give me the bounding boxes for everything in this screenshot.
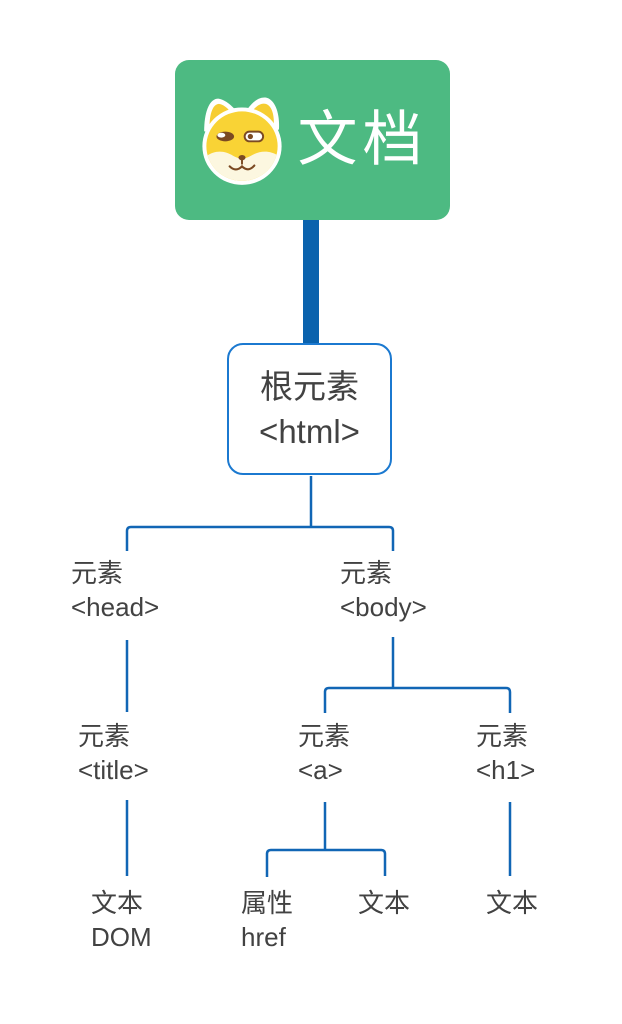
attr-href-node-value: href bbox=[241, 922, 286, 952]
title-node: 元素 <title> bbox=[78, 719, 149, 787]
title-node-type: 元素 bbox=[78, 721, 131, 751]
body-node-tag: <body> bbox=[340, 592, 427, 622]
text-dom-node-type: 文本 bbox=[91, 888, 144, 918]
edge-a-children-bracket bbox=[265, 848, 387, 877]
attr-href-node-type: 属性 bbox=[241, 888, 294, 918]
h1-node-type: 元素 bbox=[476, 721, 529, 751]
edge-html-children-bracket bbox=[125, 525, 395, 551]
body-node: 元素 <body> bbox=[340, 556, 427, 624]
document-label: 文档 bbox=[297, 106, 428, 173]
doge-face-icon bbox=[201, 97, 282, 185]
text-dom-node: 文本 DOM bbox=[91, 886, 152, 954]
a-node-tag: <a> bbox=[298, 755, 343, 785]
head-node-type: 元素 bbox=[71, 558, 124, 588]
a-node-type: 元素 bbox=[298, 721, 351, 751]
html-node: 根元素 <html> bbox=[227, 343, 392, 475]
a-text-node: 文本 bbox=[358, 886, 410, 920]
head-node: 元素 <head> bbox=[71, 556, 159, 624]
h1-node: 元素 <h1> bbox=[476, 719, 535, 787]
html-node-tag: <html> bbox=[259, 413, 360, 450]
html-node-type: 根元素 bbox=[260, 368, 359, 405]
attr-href-node: 属性 href bbox=[241, 886, 293, 954]
h1-text-node: 文本 bbox=[486, 886, 538, 920]
title-node-tag: <title> bbox=[78, 755, 149, 785]
h1-text-node-type: 文本 bbox=[486, 888, 539, 918]
head-node-tag: <head> bbox=[71, 592, 160, 622]
document-node: 文档 bbox=[175, 60, 450, 220]
a-text-node-type: 文本 bbox=[358, 888, 411, 918]
text-dom-node-value: DOM bbox=[91, 922, 152, 952]
h1-node-tag: <h1> bbox=[476, 755, 536, 785]
edge-body-children-bracket bbox=[323, 686, 512, 713]
a-node: 元素 <a> bbox=[298, 719, 350, 787]
body-node-type: 元素 bbox=[340, 558, 393, 588]
